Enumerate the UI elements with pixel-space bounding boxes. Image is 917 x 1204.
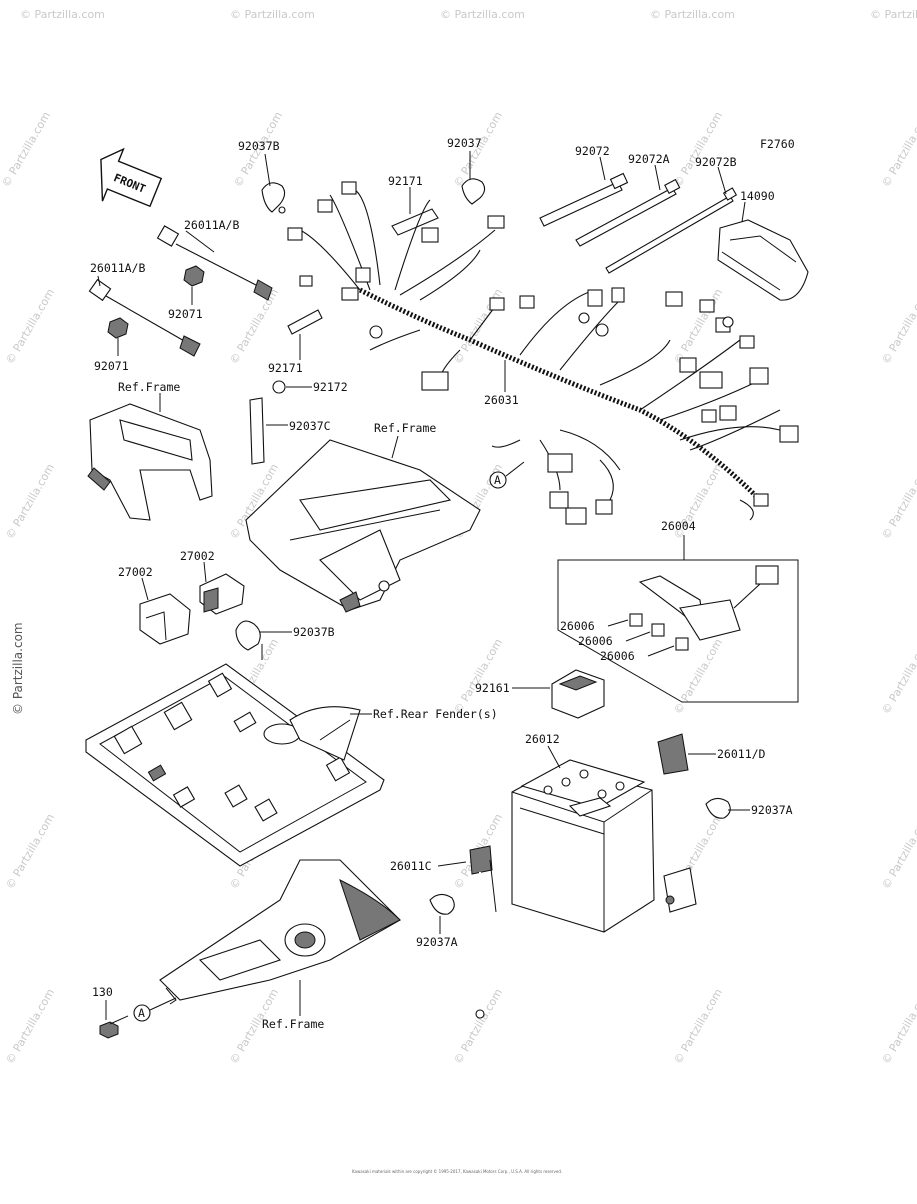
label-26006-1: 26006 — [560, 619, 595, 633]
callout-a-harness: A — [489, 461, 525, 489]
box-92161-icon — [551, 669, 605, 719]
svg-text:© Partzilla.com: © Partzilla.com — [230, 8, 315, 21]
svg-text:© Partzilla.com: © Partzilla.com — [11, 622, 25, 715]
label-ref-frame-1: Ref.Frame — [118, 380, 180, 394]
clamp-92037a-right-icon — [705, 797, 731, 819]
svg-text:© Partzilla.com: © Partzilla.com — [3, 461, 57, 541]
label-92072b: 92072B — [695, 155, 737, 169]
label-92037a-left: 92037A — [416, 935, 458, 949]
svg-text:© Partzilla.com: © Partzilla.com — [3, 286, 57, 366]
label-92072: 92072 — [575, 144, 610, 158]
label-26006-2: 26006 — [578, 634, 613, 648]
lead-26011ab-lower-icon — [88, 278, 201, 357]
label-92172: 92172 — [313, 380, 348, 394]
label-92071-lower: 92071 — [94, 359, 129, 373]
svg-text:© Partzilla.com: © Partzilla.com — [20, 8, 105, 21]
label-26006-3: 26006 — [600, 649, 635, 663]
label-26004: 26004 — [661, 519, 696, 533]
label-92071-upper: 92071 — [168, 307, 203, 321]
svg-text:© Partzilla.com: © Partzilla.com — [3, 986, 57, 1066]
label-92037a-right: 92037A — [751, 803, 793, 817]
svg-text:© Partzilla.com: © Partzilla.com — [650, 8, 735, 21]
svg-text:© Partzilla.com: © Partzilla.com — [451, 636, 505, 716]
svg-text:© Partzilla.com: © Partzilla.com — [879, 811, 917, 891]
rear-fender-tray-icon — [85, 663, 385, 867]
label-92171-top: 92171 — [388, 174, 423, 188]
copyright-text: Kawasaki materials within are copyright … — [352, 1169, 562, 1174]
label-26011d: 26011/D — [717, 747, 766, 761]
relay-27002-right-icon — [199, 573, 245, 615]
svg-text:© Partzilla.com: © Partzilla.com — [227, 286, 281, 366]
clamp-92037-icon — [461, 178, 486, 205]
label-130: 130 — [92, 985, 113, 999]
front-arrow-icon: FRONT — [100, 147, 163, 208]
pad-92171-top-icon — [391, 208, 439, 236]
label-92037-top: 92037 — [447, 136, 482, 150]
svg-text:© Partzilla.com: © Partzilla.com — [671, 109, 725, 189]
fuse-box-26004-icon — [638, 565, 779, 641]
svg-text:© Partzilla.com: © Partzilla.com — [879, 109, 917, 189]
frame-center-icon — [245, 439, 481, 613]
svg-text:© Partzilla.com: © Partzilla.com — [879, 461, 917, 541]
label-ref-rear-fender: Ref.Rear Fender(s) — [373, 707, 498, 721]
label-92072a: 92072A — [628, 152, 670, 166]
battery-26012-icon — [511, 759, 655, 933]
label-26011ab-lower: 26011A/B — [90, 261, 145, 275]
frame-bottom-icon — [159, 859, 401, 1005]
svg-text:© Partzilla.com: © Partzilla.com — [671, 986, 725, 1066]
cable-ties-icon — [539, 172, 738, 274]
fuse-26006-1-icon — [629, 613, 643, 627]
lead-26011ab-upper-icon — [156, 225, 273, 301]
label-26012: 26012 — [525, 732, 560, 746]
svg-text:© Partzilla.com: © Partzilla.com — [440, 8, 525, 21]
svg-text:© Partzilla.com: © Partzilla.com — [451, 986, 505, 1066]
label-26011ab-upper: 26011A/B — [184, 218, 239, 232]
label-ref-frame-3: Ref.Frame — [262, 1017, 324, 1031]
cover-14090-icon — [717, 219, 809, 301]
svg-text:© Partzilla.com: © Partzilla.com — [870, 8, 917, 21]
group-box-26004: 26004 26006 26006 26006 — [557, 519, 799, 703]
svg-text:A: A — [138, 1006, 145, 1020]
svg-text:© Partzilla.com: © Partzilla.com — [879, 636, 917, 716]
clamp-92037a-left-icon — [429, 893, 455, 915]
svg-text:A: A — [494, 473, 501, 487]
label-92171-mid: 92171 — [268, 361, 303, 375]
svg-text:© Partzilla.com: © Partzilla.com — [879, 986, 917, 1066]
clamp-92037b-top-icon — [261, 182, 286, 214]
svg-text:© Partzilla.com: © Partzilla.com — [0, 109, 53, 189]
label-26011c: 26011C — [390, 859, 432, 873]
svg-text:© Partzilla.com: © Partzilla.com — [879, 286, 917, 366]
label-26031: 26031 — [484, 393, 519, 407]
svg-text:© Partzilla.com: © Partzilla.com — [3, 811, 57, 891]
bolt-130-icon — [99, 1015, 129, 1039]
label-27002-right: 27002 — [180, 549, 215, 563]
label-ref-frame-2: Ref.Frame — [374, 421, 436, 435]
relay-27002-left-icon — [139, 593, 191, 645]
fuse-26006-2-icon — [651, 623, 665, 637]
callout-a-bolt: A — [133, 997, 177, 1022]
label-92037c: 92037C — [289, 419, 331, 433]
fuse-26006-3-icon — [675, 637, 689, 651]
label-92161: 92161 — [475, 681, 510, 695]
label-14090: 14090 — [740, 189, 775, 203]
frame-bracket-left-icon — [87, 403, 213, 521]
lead-26011d-icon — [657, 733, 697, 913]
nut-92071-upper-icon — [183, 265, 205, 287]
main-harness-26031 — [287, 181, 799, 525]
label-92037b-top: 92037B — [238, 139, 280, 153]
label-27002-left: 27002 — [118, 565, 153, 579]
figure-code: F2760 — [760, 137, 795, 151]
lead-26011c-icon — [469, 845, 497, 1019]
label-92037b-mid: 92037B — [293, 625, 335, 639]
bolt-92172-icon — [272, 380, 286, 394]
clamp-92037b-mid-icon — [235, 620, 263, 660]
watermark-layer: © Partzilla.com © Partzilla.com © Partzi… — [0, 8, 917, 1067]
nut-92071-lower-icon — [107, 317, 129, 339]
strap-92037c-icon — [249, 397, 265, 465]
pad-92171-mid-icon — [287, 309, 323, 335]
